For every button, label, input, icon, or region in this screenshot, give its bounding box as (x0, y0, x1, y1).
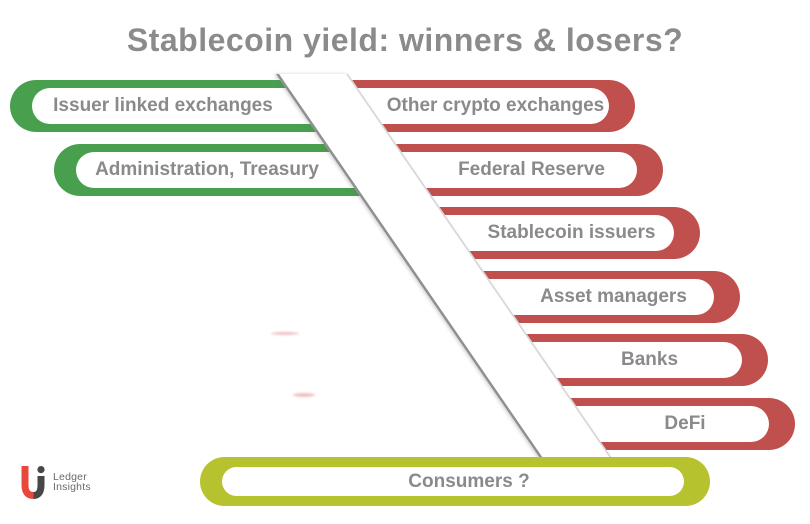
winner-pill-administration-treasury: Administration, Treasury (54, 144, 360, 196)
consumers-pill: Consumers ? (200, 457, 710, 506)
loser-pill-other-crypto-exchanges: Other crypto exchanges (348, 80, 635, 132)
pill-label: Other crypto exchanges (386, 95, 605, 116)
ledger-insights-logo-icon (21, 466, 45, 499)
winner-pill-issuer-linked-exchanges: Issuer linked exchanges (10, 80, 316, 132)
pill-label: DeFi (664, 413, 706, 434)
loser-pill-banks: Banks (523, 334, 768, 386)
page-title: Stablecoin yield: winners & losers? (126, 22, 684, 58)
pill-face: Federal Reserve (392, 152, 637, 188)
loser-pill-asset-managers: Asset managers (479, 271, 740, 323)
pill-face: Asset managers (479, 279, 714, 315)
pill-label: Banks (620, 349, 679, 370)
pill-label: Consumers ? (408, 470, 530, 492)
pill-face: Issuer linked exchanges (32, 88, 316, 124)
artifact-smudge (271, 332, 299, 335)
logo-line1: Ledger (53, 471, 87, 483)
pill-face: Stablecoin issuers (435, 215, 674, 251)
loser-pill-defi: DeFi (567, 398, 795, 450)
pill-label: Issuer linked exchanges (53, 95, 273, 116)
loser-pill-stablecoin-issuers: Stablecoin issuers (435, 207, 700, 259)
artifact-smudge (293, 393, 315, 397)
ledger-insights-logo: Ledger Insights (21, 466, 91, 499)
loser-pill-federal-reserve: Federal Reserve (392, 144, 663, 196)
pill-label: Federal Reserve (458, 159, 605, 180)
pill-face: Banks (523, 342, 742, 378)
pill-label: Administration, Treasury (95, 159, 319, 180)
pill-label: Stablecoin issuers (487, 222, 656, 243)
pill-label: Asset managers (540, 286, 687, 307)
pill-face: Consumers ? (222, 467, 684, 496)
pill-face: Other crypto exchanges (348, 88, 609, 124)
pill-face: DeFi (567, 406, 769, 442)
logo-line2: Insights (53, 480, 91, 493)
logo-wordmark: Ledger Insights (53, 471, 91, 493)
pill-face: Administration, Treasury (76, 152, 360, 188)
